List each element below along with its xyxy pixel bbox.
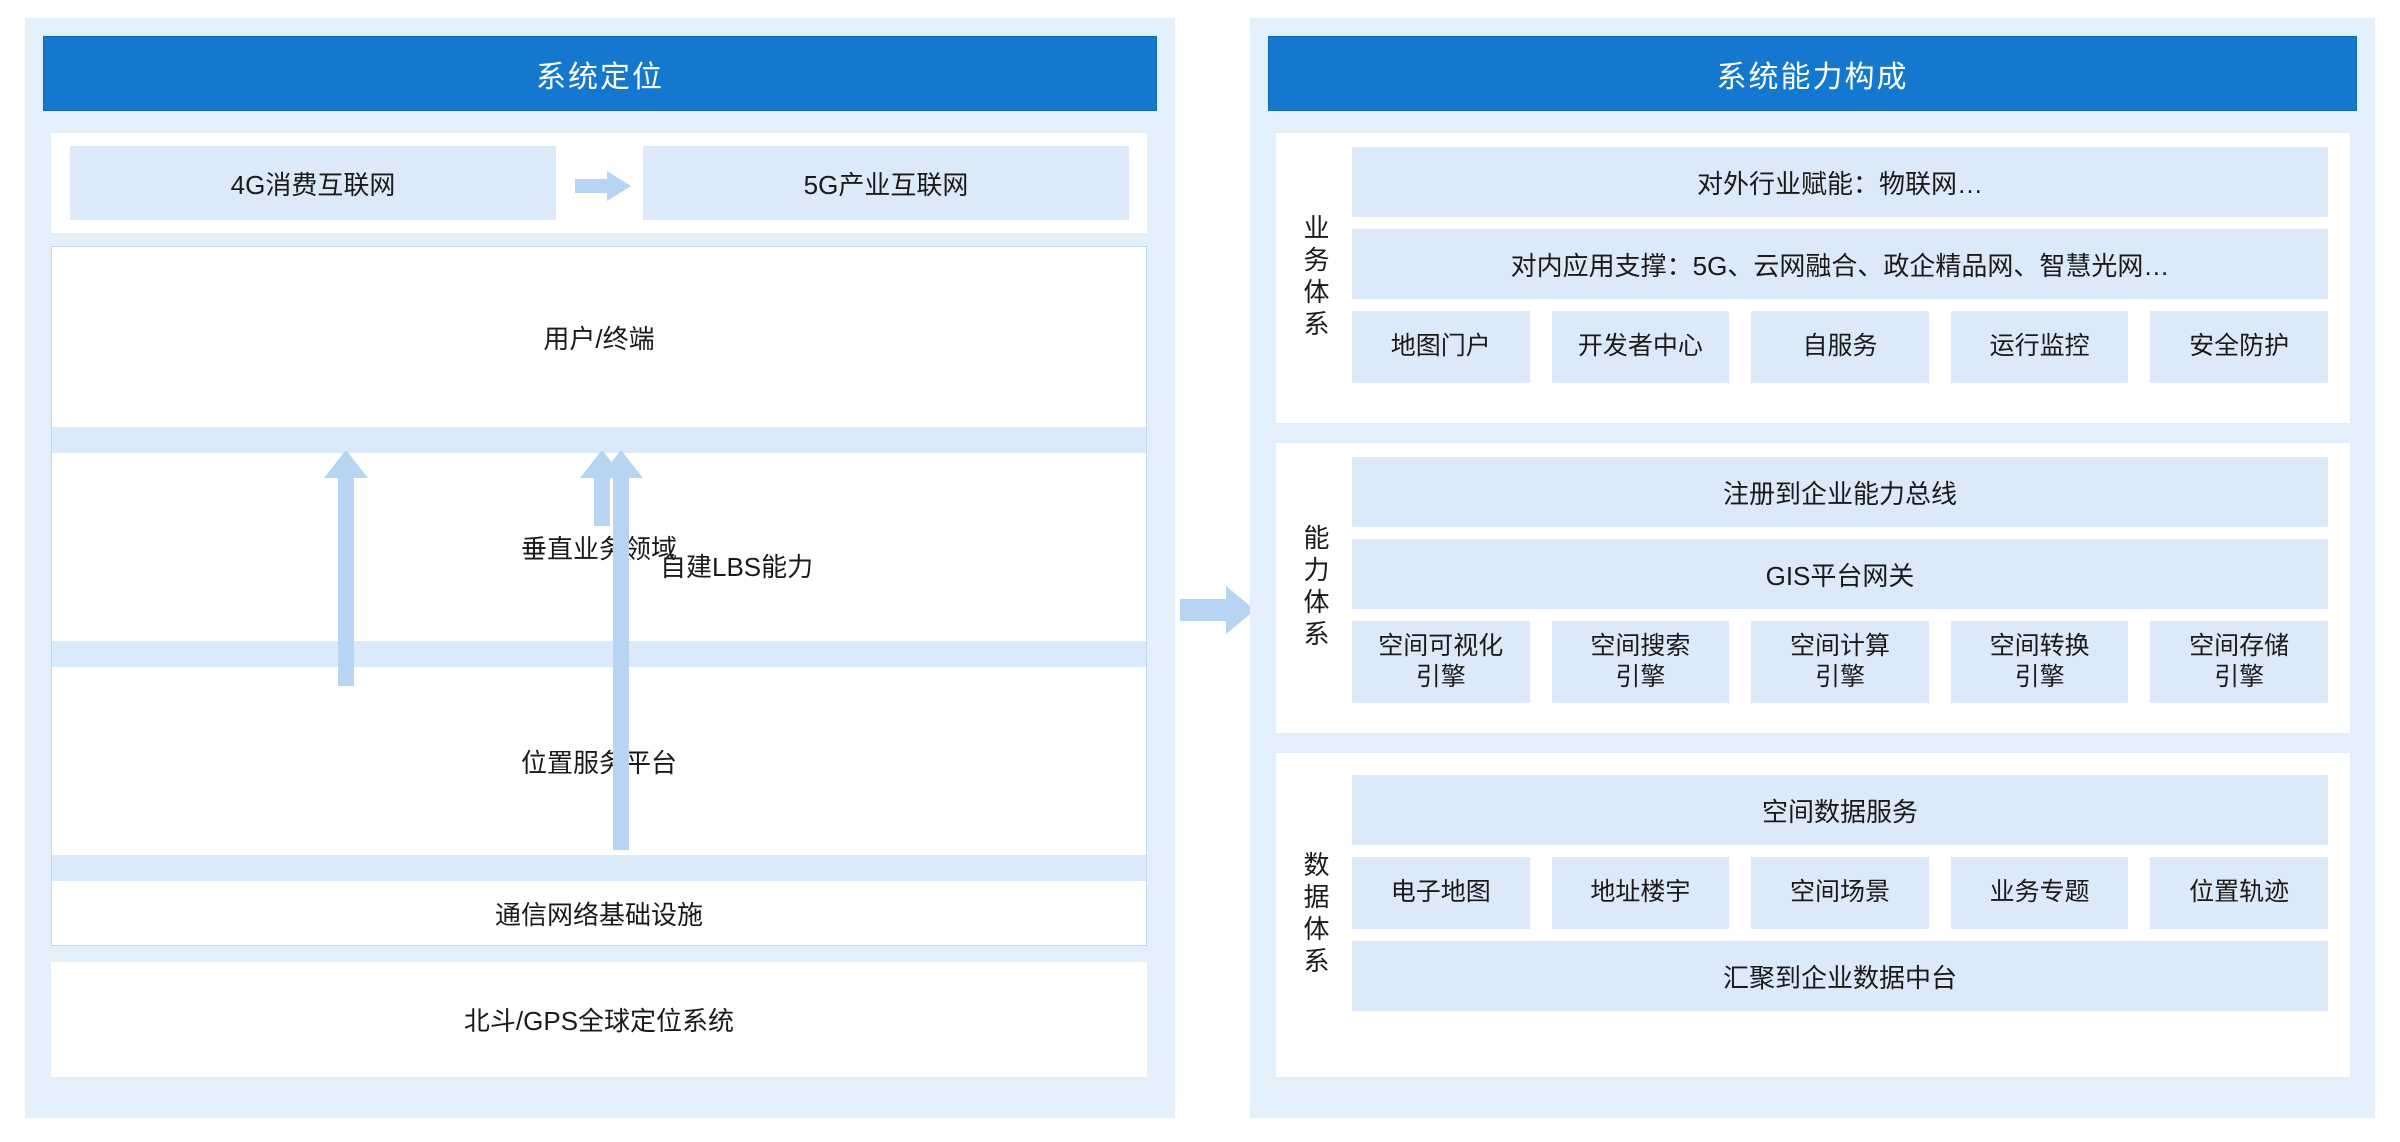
chip-spatial-storage-engine[interactable]: 空间存储引擎	[2150, 621, 2328, 703]
data-aggregate-midplatform-label: 汇聚到企业数据中台	[1722, 962, 1957, 993]
chip-spatial-search-engine[interactable]: 空间搜索引擎	[1551, 621, 1730, 703]
section-capability-system: 能力体系 注册到企业能力总线 GIS平台网关 空间可视化引擎 空间搜索引擎 空间…	[1276, 443, 2350, 733]
left-panel-header: 系统定位	[43, 36, 1157, 111]
layer-label-user-terminal: 用户/终端	[543, 323, 655, 354]
chip-spatial-compute-engine[interactable]: 空间计算引擎	[1751, 621, 1929, 703]
right-panel-title: 系统能力构成	[1716, 60, 1909, 94]
system-positioning-panel: 系统定位 4G消费互联网 5G产业互联网 用户/终端 垂直业务领域	[25, 18, 1175, 1118]
chip-location-trajectory[interactable]: 位置轨迹	[2150, 857, 2328, 929]
chip-business-topic[interactable]: 业务专题	[1950, 857, 2129, 929]
right-arrow-icon	[1180, 586, 1255, 634]
capability-gis-gateway-box: GIS平台网关	[1352, 539, 2328, 609]
section-label-capability: 能力体系	[1300, 524, 1330, 652]
chip-security-protection[interactable]: 安全防护	[2150, 311, 2328, 383]
generation-to-label: 5G产业互联网	[803, 169, 969, 200]
layer-row-user-terminal: 用户/终端	[52, 247, 1146, 427]
capability-register-bus-box: 注册到企业能力总线	[1352, 457, 2328, 527]
foundation-gps-card: 北斗/GPS全球定位系统	[51, 962, 1147, 1077]
business-internal-support-label: 对内应用支撑：5G、云网融合、政企精品网、智慧光网…	[1510, 250, 2170, 281]
up-arrow-icon	[599, 450, 643, 850]
data-spatial-service-box: 空间数据服务	[1352, 775, 2328, 845]
foundation-gps-label: 北斗/GPS全球定位系统	[463, 1006, 735, 1036]
layer-label-vertical-business: 垂直业务领域	[520, 533, 677, 564]
data-aggregate-midplatform-box: 汇聚到企业数据中台	[1352, 941, 2328, 1011]
chip-spatial-visualization-engine[interactable]: 空间可视化引擎	[1352, 621, 1530, 703]
section-body-business: 对外行业赋能：物联网… 对内应用支撑：5G、云网融合、政企精品网、智慧光网… 地…	[1352, 133, 2328, 423]
layer-divider-band-3	[52, 855, 1146, 881]
chip-developer-center[interactable]: 开发者中心	[1551, 311, 1730, 383]
layer-row-network-infrastructure: 通信网络基础设施	[52, 881, 1146, 945]
right-panel-header: 系统能力构成	[1268, 36, 2357, 111]
data-chip-row: 电子地图 地址楼宇 空间场景 业务专题 位置轨迹	[1352, 857, 2328, 929]
self-built-lbs-label: 自建LBS能力	[660, 552, 814, 582]
chip-spatial-scene[interactable]: 空间场景	[1751, 857, 1929, 929]
chip-self-service[interactable]: 自服务	[1751, 311, 1929, 383]
business-external-enablement-label: 对外行业赋能：物联网…	[1696, 168, 1983, 199]
layer-label-network-infrastructure: 通信网络基础设施	[494, 899, 703, 930]
layer-divider-band-1	[52, 427, 1146, 453]
chip-electronic-map[interactable]: 电子地图	[1352, 857, 1530, 929]
layer-divider-band-2	[52, 641, 1146, 667]
chip-map-portal[interactable]: 地图门户	[1352, 311, 1530, 383]
layer-row-vertical-business: 垂直业务领域	[52, 453, 1146, 641]
up-arrow-icon	[324, 450, 368, 686]
business-internal-support-box: 对内应用支撑：5G、云网融合、政企精品网、智慧光网…	[1352, 229, 2328, 299]
system-capability-panel: 系统能力构成 业务体系 对外行业赋能：物联网… 对内应用支撑：5G、云网融合、政…	[1250, 18, 2375, 1118]
layer-row-location-platform: 位置服务平台	[52, 667, 1146, 855]
section-label-data: 数据体系	[1300, 851, 1330, 979]
chip-operation-monitoring[interactable]: 运行监控	[1950, 311, 2129, 383]
capability-chip-row: 空间可视化引擎 空间搜索引擎 空间计算引擎 空间转换引擎 空间存储引擎	[1352, 621, 2328, 703]
layer-label-location-platform: 位置服务平台	[520, 747, 677, 778]
section-body-capability: 注册到企业能力总线 GIS平台网关 空间可视化引擎 空间搜索引擎 空间计算引擎 …	[1352, 443, 2328, 733]
generation-from-label: 4G消费互联网	[230, 169, 396, 200]
section-business-system: 业务体系 对外行业赋能：物联网… 对内应用支撑：5G、云网融合、政企精品网、智慧…	[1276, 133, 2350, 423]
business-external-enablement-box: 对外行业赋能：物联网…	[1352, 147, 2328, 217]
section-body-data: 空间数据服务 电子地图 地址楼宇 空间场景 业务专题 位置轨迹 汇聚到企业数据中…	[1352, 753, 2328, 1077]
section-data-system: 数据体系 空间数据服务 电子地图 地址楼宇 空间场景 业务专题 位置轨迹 汇聚到…	[1276, 753, 2350, 1077]
generation-to-box: 5G产业互联网	[643, 146, 1129, 220]
generation-transition-card: 4G消费互联网 5G产业互联网	[51, 133, 1147, 233]
capability-gis-gateway-label: GIS平台网关	[1765, 560, 1915, 591]
data-spatial-service-label: 空间数据服务	[1761, 796, 1918, 827]
capability-register-bus-label: 注册到企业能力总线	[1722, 478, 1957, 509]
layer-stack-card: 用户/终端 垂直业务领域 位置服务平台 通信网络基础设施 自建LBS能力	[51, 246, 1147, 946]
chip-spatial-transform-engine[interactable]: 空间转换引擎	[1950, 621, 2129, 703]
section-label-business: 业务体系	[1300, 214, 1330, 342]
generation-from-box: 4G消费互联网	[70, 146, 556, 220]
business-chip-row: 地图门户 开发者中心 自服务 运行监控 安全防护	[1352, 311, 2328, 383]
chip-address-building[interactable]: 地址楼宇	[1551, 857, 1730, 929]
right-arrow-icon	[575, 171, 631, 201]
left-panel-title: 系统定位	[536, 60, 664, 94]
